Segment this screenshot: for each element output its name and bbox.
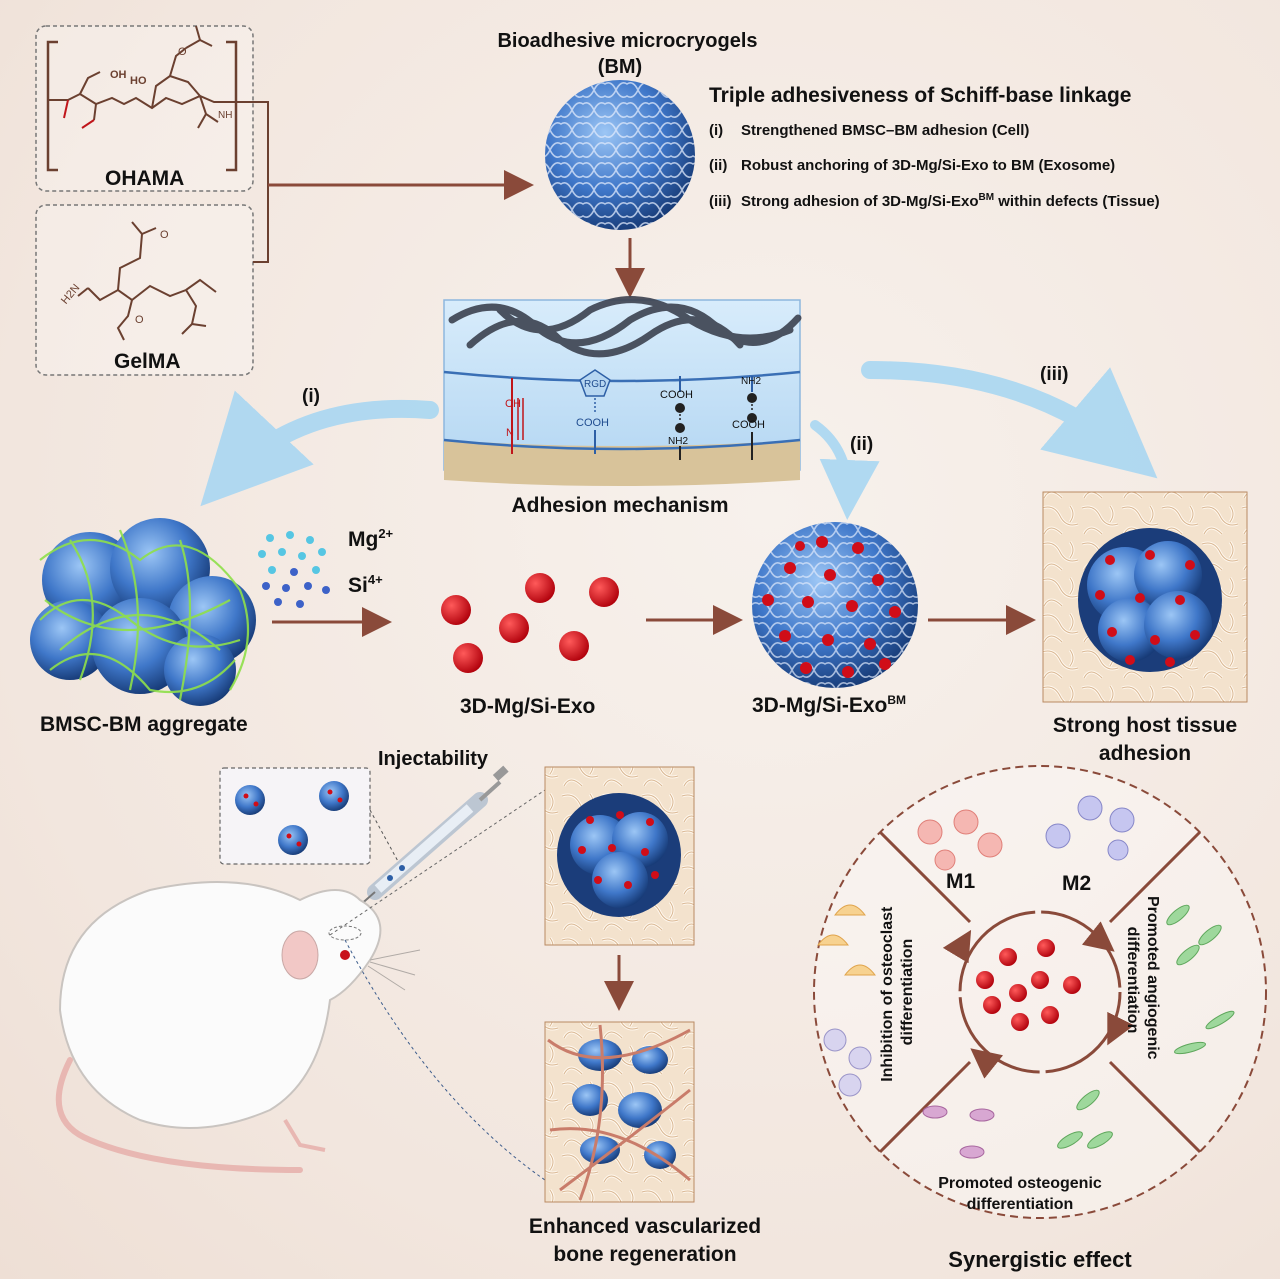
strong-adhesion-line1: Strong host tissue [1052, 714, 1238, 737]
injectability-label: Injectability [378, 748, 489, 770]
syringe [349, 765, 509, 915]
merge-bracket [236, 101, 269, 263]
cooh-label-3: COOH [732, 419, 765, 431]
gelma-o2: O [135, 314, 144, 326]
implanted-defect [544, 766, 695, 946]
ho-group: HO [130, 75, 147, 87]
nh2-label-1: NH2 [668, 436, 688, 447]
osteogenic-line2: differentiation [966, 1196, 1074, 1213]
arrow-i [200, 390, 439, 507]
exo-bm-label: 3D-Mg/Si-ExoBM [752, 693, 907, 717]
ohama-label: OHAMA [105, 167, 185, 190]
svg-text:Promoted angiogenic diff: Promoted angiogenic differentiation [1124, 896, 1161, 1064]
ch-label: CH [505, 398, 521, 410]
tissue-scaffold [1042, 491, 1248, 703]
schiff-item-3-num: (iii) [709, 193, 732, 210]
mg-ion-label: Mg2+ [348, 526, 394, 551]
ohama-structure: OH HO O NH [35, 25, 254, 192]
osteoclast-label-line2: differentiation [899, 939, 916, 1046]
injectability-inset [219, 767, 401, 866]
cooh-label-2: COOH [660, 389, 693, 401]
step-i-label: (i) [302, 386, 320, 407]
bm-abbr: (BM) [597, 56, 643, 78]
osteogenic-line1: Promoted osteogenic [938, 1175, 1102, 1192]
regeneration-line1: Enhanced vascularized [528, 1215, 762, 1238]
schiff-item-3-sup: BM [978, 192, 995, 203]
schiff-item-1: (i) Strengthened BMSC–BM adhesion (Cell) [709, 122, 1029, 139]
strong-adhesion-line2: adhesion [1098, 742, 1192, 765]
schiff-item-2: (ii) Robust anchoring of 3D-Mg/Si-Exo to … [709, 157, 1115, 174]
regenerated-bone [544, 1021, 695, 1203]
n-label: N [506, 427, 514, 439]
ion-dots [258, 531, 330, 608]
schiff-title: Triple adhesiveness of Schiff-base linka… [709, 84, 1132, 107]
exosome-particles [441, 573, 619, 673]
schiff-item-2-num: (ii) [709, 157, 728, 174]
arrow-ii [810, 420, 880, 520]
regeneration-label: Enhanced vascularized bone regeneration [500, 1213, 790, 1269]
si-ion-label: Si4+ [348, 572, 383, 597]
aggregate-label: BMSC-BM aggregate [40, 713, 248, 736]
synergy-title: Synergistic effect [948, 1247, 1132, 1272]
gelma-label: GelMA [114, 350, 181, 373]
step-iii-label: (iii) [1040, 364, 1069, 385]
nh-group: NH [218, 110, 232, 121]
o-group: O [178, 46, 187, 58]
osteoclast-label-line1: Inhibition of osteoclast [879, 906, 896, 1082]
bm-title: Bioadhesive microcryogels [497, 30, 758, 52]
strong-adhesion-label: Strong host tissue adhesion [1030, 712, 1260, 768]
schiff-item-3-text: Strong adhesion of 3D-Mg/Si-Exo [741, 193, 979, 210]
angiogenic-label-line2: differentiation [1124, 927, 1141, 1034]
gelma-o1: O [160, 229, 169, 241]
step-ii-label: (ii) [850, 434, 874, 455]
m2-label: M2 [1062, 872, 1092, 895]
adhesion-mechanism-block: CH N RGD COOH COOH NH2 NH2 COOH [443, 296, 802, 486]
osteogenic-label: Promoted osteogenic differentiation [910, 1173, 1130, 1215]
gelma-structure: O H2N O [35, 204, 254, 376]
angiogenic-label-line1: Promoted angiogenic [1144, 896, 1161, 1060]
schiff-item-1-text: Strengthened BMSC–BM adhesion (Cell) [741, 122, 1030, 139]
schiff-item-3-tail: within defects (Tissue) [994, 193, 1160, 210]
cooh-label-1: COOH [576, 417, 609, 429]
schiff-item-1-num: (i) [709, 122, 724, 139]
adhesion-mechanism-label: Adhesion mechanism [511, 494, 729, 517]
svg-text:Inhibition of osteoclast: Inhibition of osteoclast differentiation [879, 902, 916, 1082]
arrow-iii [861, 361, 1158, 479]
m1-label: M1 [946, 870, 976, 893]
bmsc-bm-aggregate [30, 518, 256, 706]
schiff-item-3: (iii) Strong adhesion of 3D-Mg/Si-ExoBM w… [709, 192, 1160, 210]
synergy-wheel: Inhibition of osteoclast differentiation… [813, 765, 1267, 1219]
oh-group: OH [110, 69, 127, 81]
rat-illustration [55, 789, 546, 1181]
schiff-item-2-text: Robust anchoring of 3D-Mg/Si-Exo to BM (… [741, 157, 1116, 174]
exo-bm-sphere [752, 522, 918, 688]
rgd-label: RGD [584, 379, 606, 390]
regeneration-line2: bone regeneration [553, 1243, 737, 1266]
bm-sphere [545, 80, 695, 230]
exo-label: 3D-Mg/Si-Exo [460, 695, 596, 718]
nh2-label-2: NH2 [741, 376, 761, 387]
